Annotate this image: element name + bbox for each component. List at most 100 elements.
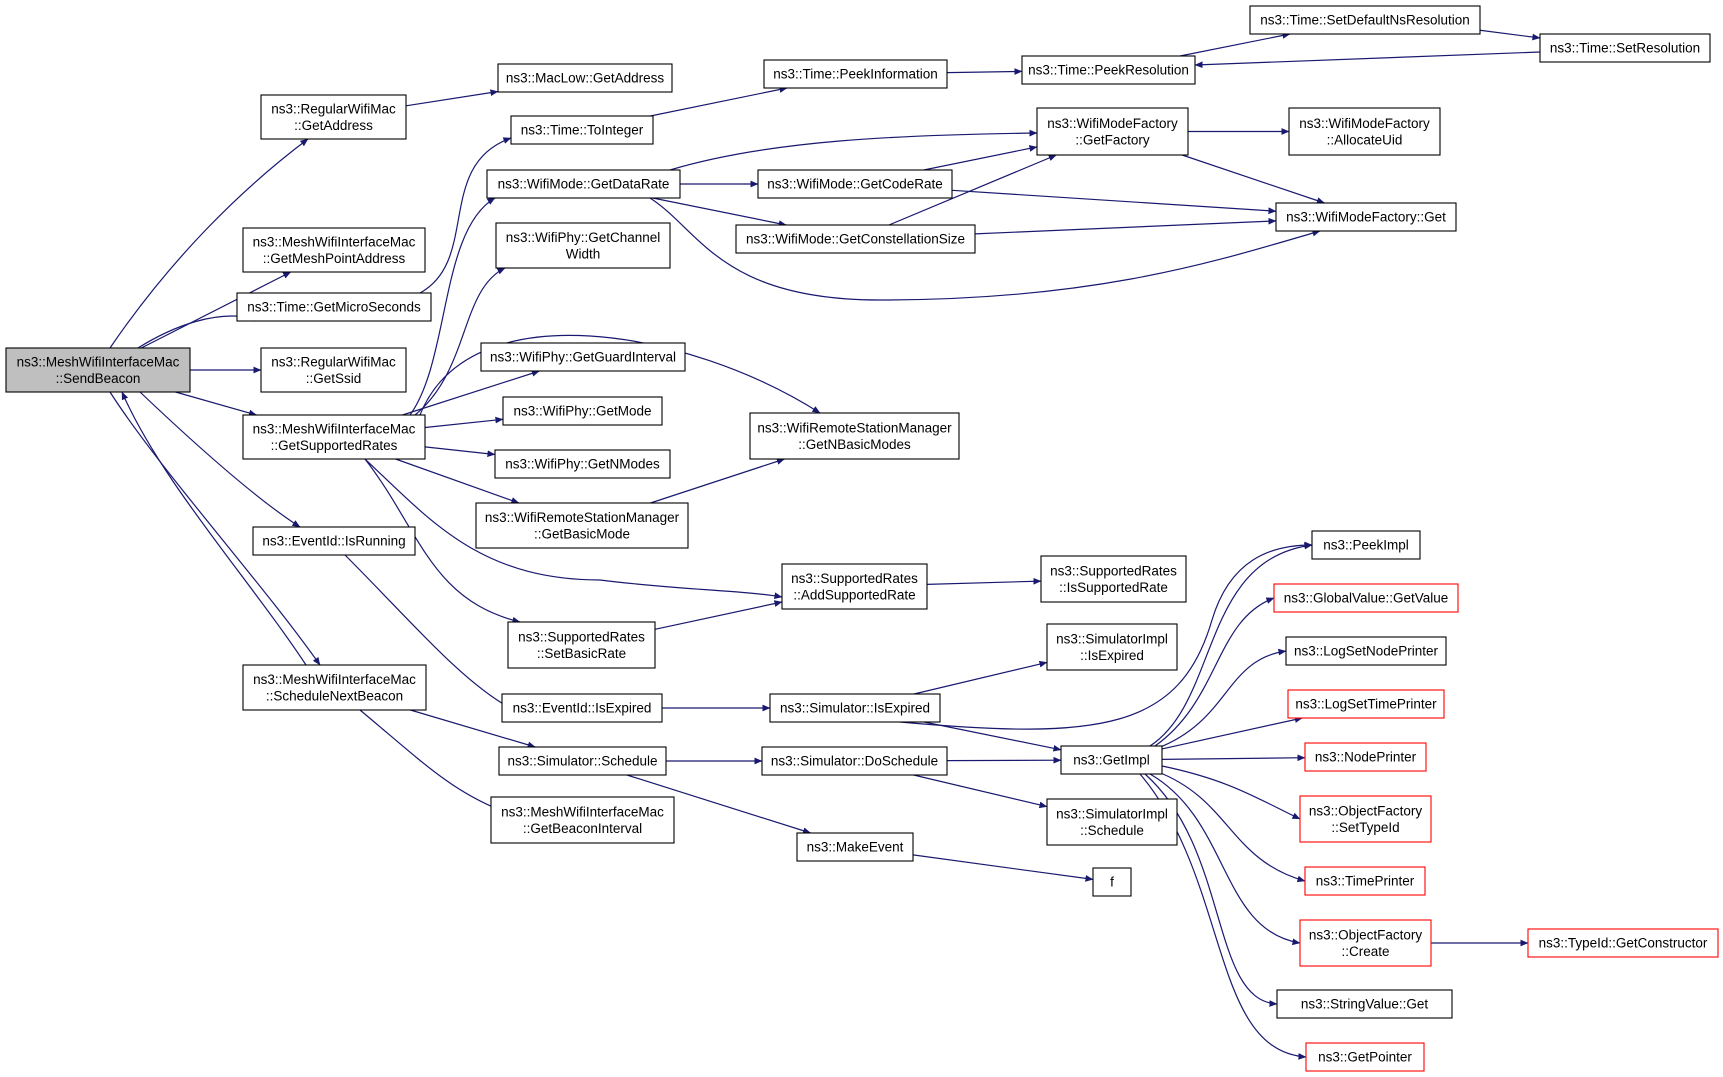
call-edge-get-impl-to-peek-impl bbox=[1149, 542, 1313, 747]
node-global-value-get-value[interactable]: ns3::GlobalValue::GetValue bbox=[1273, 583, 1459, 613]
node-wifi-mode-get-constellation-size[interactable]: ns3::WifiMode::GetConstellationSize bbox=[735, 224, 976, 254]
node-supported-rates-add[interactable]: ns3::SupportedRates::AddSupportedRate bbox=[781, 563, 928, 610]
node-box bbox=[498, 746, 667, 776]
node-schedule-next-beacon[interactable]: ns3::MeshWifiInterfaceMac::ScheduleNextB… bbox=[242, 664, 427, 711]
node-label: ns3::Time::GetMicroSeconds bbox=[247, 300, 421, 315]
node-box bbox=[502, 396, 663, 426]
node-box bbox=[769, 693, 941, 723]
node-time-get-micro-seconds[interactable]: ns3::Time::GetMicroSeconds bbox=[236, 292, 432, 322]
node-log-set-node-printer[interactable]: ns3::LogSetNodePrinter bbox=[1285, 636, 1447, 666]
node-label: Width bbox=[566, 246, 601, 261]
node-wifi-mode-factory-allocate-uid[interactable]: ns3::WifiModeFactory::AllocateUid bbox=[1288, 107, 1441, 156]
node-label: ns3::ObjectFactory bbox=[1309, 927, 1423, 942]
node-peek-impl[interactable]: ns3::PeekImpl bbox=[1311, 530, 1421, 560]
node-simulator-impl-schedule[interactable]: ns3::SimulatorImpl::Schedule bbox=[1046, 798, 1178, 846]
node-box bbox=[1287, 689, 1445, 719]
node-get-pointer[interactable]: ns3::GetPointer bbox=[1305, 1042, 1425, 1072]
call-edge-time-get-micro-seconds-to-time-to-integer bbox=[419, 137, 512, 294]
call-edge-send-beacon-to-get-supported-rates bbox=[175, 391, 257, 417]
node-label: ::GetSsid bbox=[306, 371, 362, 386]
node-label: ns3::SimulatorImpl bbox=[1056, 806, 1168, 821]
node-regular-get-address[interactable]: ns3::RegularWifiMac::GetAddress bbox=[260, 94, 407, 140]
call-edge-schedule-next-beacon-to-get-beacon-interval bbox=[359, 709, 501, 811]
node-label: ::IsExpired bbox=[1080, 648, 1144, 663]
node-supported-rates-is-supported[interactable]: ns3::SupportedRates::IsSupportedRate bbox=[1040, 555, 1187, 603]
node-mac-low-get-address[interactable]: ns3::MacLow::GetAddress bbox=[497, 63, 673, 93]
node-wifi-mode-factory-get[interactable]: ns3::WifiModeFactory::Get bbox=[1275, 202, 1457, 232]
node-time-set-resolution[interactable]: ns3::Time::SetResolution bbox=[1539, 33, 1711, 63]
node-object-factory-create[interactable]: ns3::ObjectFactory::Create bbox=[1299, 919, 1432, 967]
node-label: ::GetAddress bbox=[294, 118, 373, 133]
node-time-to-integer[interactable]: ns3::Time::ToInteger bbox=[510, 115, 654, 145]
node-label: ::SetTypeId bbox=[1331, 820, 1399, 835]
node-wifi-mode-get-code-rate[interactable]: ns3::WifiMode::GetCodeRate bbox=[757, 169, 953, 199]
node-simulator-schedule[interactable]: ns3::Simulator::Schedule bbox=[498, 746, 667, 776]
call-edge-simulator-schedule-to-make-event bbox=[626, 774, 811, 834]
node-f[interactable]: f bbox=[1092, 867, 1132, 897]
node-label: ns3::MeshWifiInterfaceMac bbox=[253, 672, 416, 687]
node-box bbox=[757, 169, 953, 199]
node-label: ns3::WifiPhy::GetMode bbox=[513, 404, 651, 419]
node-simulator-impl-is-expired[interactable]: ns3::SimulatorImpl::IsExpired bbox=[1046, 623, 1178, 671]
node-log-set-time-printer[interactable]: ns3::LogSetTimePrinter bbox=[1287, 689, 1445, 719]
call-edge-get-impl-to-time-printer bbox=[1157, 771, 1306, 883]
node-box bbox=[1040, 555, 1187, 603]
call-edge-get-impl-to-log-set-time-printer bbox=[1161, 716, 1303, 750]
node-label: ns3::WifiMode::GetCodeRate bbox=[767, 177, 943, 192]
node-label: ns3::EventId::IsRunning bbox=[262, 534, 405, 549]
node-time-peek-resolution[interactable]: ns3::Time::PeekResolution bbox=[1021, 55, 1196, 85]
node-string-value-get[interactable]: ns3::StringValue::Get bbox=[1276, 989, 1453, 1019]
node-get-beacon-interval[interactable]: ns3::MeshWifiInterfaceMac::GetBeaconInte… bbox=[490, 796, 675, 844]
node-wifi-phy-get-mode[interactable]: ns3::WifiPhy::GetMode bbox=[502, 396, 663, 426]
node-event-id-is-running[interactable]: ns3::EventId::IsRunning bbox=[252, 526, 416, 556]
call-edge-rsm-get-basic-mode-to-rsm-get-n-basic-modes bbox=[650, 458, 785, 504]
node-object-factory-set-type-id[interactable]: ns3::ObjectFactory::SetTypeId bbox=[1299, 795, 1432, 843]
node-rsm-get-basic-mode[interactable]: ns3::WifiRemoteStationManager::GetBasicM… bbox=[475, 502, 689, 549]
node-regular-get-ssid[interactable]: ns3::RegularWifiMac::GetSsid bbox=[260, 347, 407, 393]
node-make-event[interactable]: ns3::MakeEvent bbox=[796, 832, 914, 862]
nodes-layer: ns3::MeshWifiInterfaceMac::SendBeaconns3… bbox=[5, 5, 1719, 1072]
call-edge-wifi-mode-factory-get-factory-to-wifi-mode-factory-get bbox=[1182, 154, 1325, 204]
call-edge-get-impl-to-node-printer bbox=[1161, 754, 1306, 762]
node-wifi-mode-get-data-rate[interactable]: ns3::WifiMode::GetDataRate bbox=[486, 169, 681, 199]
node-box bbox=[501, 693, 663, 723]
node-event-id-is-expired[interactable]: ns3::EventId::IsExpired bbox=[501, 693, 663, 723]
node-rsm-get-n-basic-modes[interactable]: ns3::WifiRemoteStationManager::GetNBasic… bbox=[749, 412, 960, 460]
call-edge-wifi-mode-get-constellation-size-to-wifi-mode-factory-get-factory bbox=[888, 154, 1057, 226]
node-wifi-mode-factory-get-factory[interactable]: ns3::WifiModeFactory::GetFactory bbox=[1036, 107, 1189, 156]
node-label: ns3::WifiRemoteStationManager bbox=[757, 420, 952, 435]
call-edge-regular-get-address-to-mac-low-get-address bbox=[405, 89, 499, 107]
node-simulator-is-expired[interactable]: ns3::Simulator::IsExpired bbox=[769, 693, 941, 723]
node-box bbox=[796, 832, 914, 862]
node-time-set-default-ns-resolution[interactable]: ns3::Time::SetDefaultNsResolution bbox=[1249, 5, 1481, 35]
call-edge-simulator-is-expired-to-simulator-impl-is-expired bbox=[913, 660, 1048, 695]
node-supported-rates-set-basic[interactable]: ns3::SupportedRates::SetBasicRate bbox=[507, 621, 656, 669]
node-time-printer[interactable]: ns3::TimePrinter bbox=[1304, 866, 1426, 896]
node-get-mesh-point-address[interactable]: ns3::MeshWifiInterfaceMac::GetMeshPointA… bbox=[242, 227, 426, 273]
node-get-impl[interactable]: ns3::GetImpl bbox=[1060, 745, 1163, 775]
node-send-beacon[interactable]: ns3::MeshWifiInterfaceMac::SendBeacon bbox=[5, 347, 191, 393]
node-label: ns3::ObjectFactory bbox=[1309, 803, 1423, 818]
node-label: ns3::MacLow::GetAddress bbox=[506, 71, 665, 86]
node-box bbox=[242, 414, 426, 460]
node-box bbox=[749, 412, 960, 460]
node-time-peek-information[interactable]: ns3::Time::PeekInformation bbox=[763, 59, 948, 89]
node-box bbox=[1305, 1042, 1425, 1072]
node-simulator-do-schedule[interactable]: ns3::Simulator::DoSchedule bbox=[761, 746, 948, 776]
node-type-id-get-constructor[interactable]: ns3::TypeId::GetConstructor bbox=[1527, 928, 1719, 958]
node-get-supported-rates[interactable]: ns3::MeshWifiInterfaceMac::GetSupportedR… bbox=[242, 414, 426, 460]
call-edge-wifi-mode-get-data-rate-to-wifi-mode-get-constellation-size bbox=[652, 197, 787, 227]
node-label: ns3::StringValue::Get bbox=[1301, 997, 1429, 1012]
call-edge-send-beacon-to-get-mesh-point-address bbox=[141, 271, 292, 349]
node-box bbox=[252, 526, 416, 556]
node-wifi-phy-get-n-modes[interactable]: ns3::WifiPhy::GetNModes bbox=[494, 449, 671, 479]
node-wifi-phy-get-guard-interval[interactable]: ns3::WifiPhy::GetGuardInterval bbox=[480, 342, 686, 372]
node-box bbox=[495, 222, 671, 269]
call-edge-time-peek-resolution-to-time-set-default-ns-resolution bbox=[1179, 32, 1291, 57]
node-label: ns3::TimePrinter bbox=[1316, 874, 1415, 889]
call-edge-event-id-is-running-to-event-id-is-expired bbox=[344, 554, 511, 709]
node-label: ::Schedule bbox=[1080, 823, 1144, 838]
node-node-printer[interactable]: ns3::NodePrinter bbox=[1304, 742, 1427, 772]
